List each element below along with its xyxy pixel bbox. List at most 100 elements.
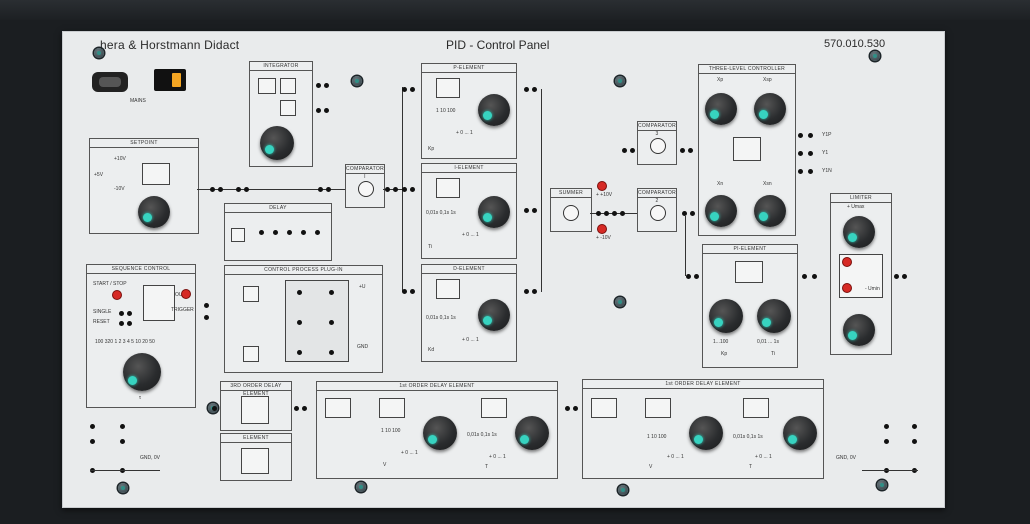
jack[interactable]: [798, 151, 803, 156]
setpoint-knob[interactable]: [138, 196, 170, 228]
jack[interactable]: [884, 439, 889, 444]
jack[interactable]: [622, 148, 627, 153]
jack[interactable]: [273, 230, 278, 235]
jack[interactable]: [532, 208, 537, 213]
jack[interactable]: [90, 439, 95, 444]
jack[interactable]: [410, 87, 415, 92]
jack[interactable]: [385, 187, 390, 192]
jack[interactable]: [884, 424, 889, 429]
jack[interactable]: [90, 424, 95, 429]
jack[interactable]: [630, 148, 635, 153]
jack[interactable]: [119, 311, 124, 316]
jack[interactable]: [326, 187, 331, 192]
jack[interactable]: [218, 187, 223, 192]
jack[interactable]: [410, 187, 415, 192]
jack[interactable]: [402, 187, 407, 192]
jack[interactable]: [902, 274, 907, 279]
d-time-knob[interactable]: [478, 299, 510, 331]
jack[interactable]: [244, 187, 249, 192]
jack[interactable]: [680, 148, 685, 153]
jack[interactable]: [210, 187, 215, 192]
jack[interactable]: [798, 169, 803, 174]
jack[interactable]: [912, 439, 917, 444]
plug-in-slot[interactable]: [285, 280, 349, 362]
limiter-red-jack[interactable]: [843, 284, 851, 292]
jack[interactable]: [302, 406, 307, 411]
jack[interactable]: [410, 289, 415, 294]
integrator-knob[interactable]: [260, 126, 294, 160]
jack[interactable]: [329, 350, 334, 355]
start-stop-button[interactable]: [113, 291, 121, 299]
jack[interactable]: [119, 321, 124, 326]
umax-knob[interactable]: [843, 216, 875, 248]
time-knob[interactable]: [515, 416, 549, 450]
gain-knob[interactable]: [423, 416, 457, 450]
jack[interactable]: [297, 290, 302, 295]
jack[interactable]: [204, 303, 209, 308]
jack[interactable]: [812, 274, 817, 279]
jack[interactable]: [604, 211, 609, 216]
jack[interactable]: [259, 230, 264, 235]
jack[interactable]: [688, 148, 693, 153]
jack[interactable]: [532, 87, 537, 92]
jack[interactable]: [297, 320, 302, 325]
jack[interactable]: [612, 211, 617, 216]
jack[interactable]: [212, 406, 217, 411]
power-switch[interactable]: [154, 69, 186, 91]
jack[interactable]: [596, 211, 601, 216]
sequence-time-knob[interactable]: [123, 353, 161, 391]
jack[interactable]: [694, 274, 699, 279]
plus10v-red-jack[interactable]: [598, 182, 606, 190]
jack[interactable]: [802, 274, 807, 279]
xsn-knob[interactable]: [754, 195, 786, 227]
jack[interactable]: [532, 289, 537, 294]
jack[interactable]: [402, 87, 407, 92]
jack[interactable]: [690, 211, 695, 216]
jack[interactable]: [127, 311, 132, 316]
jack[interactable]: [894, 274, 899, 279]
gain-knob[interactable]: [689, 416, 723, 450]
pi-kp-knob[interactable]: [709, 299, 743, 333]
xn-knob[interactable]: [705, 195, 737, 227]
i-time-knob[interactable]: [478, 196, 510, 228]
jack[interactable]: [393, 187, 398, 192]
p-gain-knob[interactable]: [478, 94, 510, 126]
jack[interactable]: [120, 439, 125, 444]
jack[interactable]: [524, 208, 529, 213]
jack[interactable]: [297, 350, 302, 355]
jack[interactable]: [287, 230, 292, 235]
jack[interactable]: [120, 424, 125, 429]
jack[interactable]: [524, 289, 529, 294]
jack[interactable]: [808, 151, 813, 156]
jack[interactable]: [912, 424, 917, 429]
xsp-knob[interactable]: [754, 93, 786, 125]
limiter-red-jack[interactable]: [843, 258, 851, 266]
jack[interactable]: [808, 169, 813, 174]
jack[interactable]: [402, 289, 407, 294]
jack[interactable]: [204, 315, 209, 320]
jack[interactable]: [686, 274, 691, 279]
jack[interactable]: [808, 133, 813, 138]
time-knob[interactable]: [783, 416, 817, 450]
jack[interactable]: [316, 108, 321, 113]
jack[interactable]: [316, 83, 321, 88]
jack[interactable]: [236, 187, 241, 192]
jack[interactable]: [315, 230, 320, 235]
jack[interactable]: [127, 321, 132, 326]
jack[interactable]: [524, 87, 529, 92]
pi-ti-knob[interactable]: [757, 299, 791, 333]
minus10v-red-jack[interactable]: [598, 225, 606, 233]
jack[interactable]: [318, 187, 323, 192]
out-red-jack[interactable]: [182, 290, 190, 298]
jack[interactable]: [324, 83, 329, 88]
umin-knob[interactable]: [843, 314, 875, 346]
jack[interactable]: [324, 108, 329, 113]
mains-socket[interactable]: [92, 72, 128, 92]
jack[interactable]: [620, 211, 625, 216]
jack[interactable]: [329, 290, 334, 295]
jack[interactable]: [573, 406, 578, 411]
jack[interactable]: [798, 133, 803, 138]
jack[interactable]: [301, 230, 306, 235]
xp-knob[interactable]: [705, 93, 737, 125]
jack[interactable]: [682, 211, 687, 216]
